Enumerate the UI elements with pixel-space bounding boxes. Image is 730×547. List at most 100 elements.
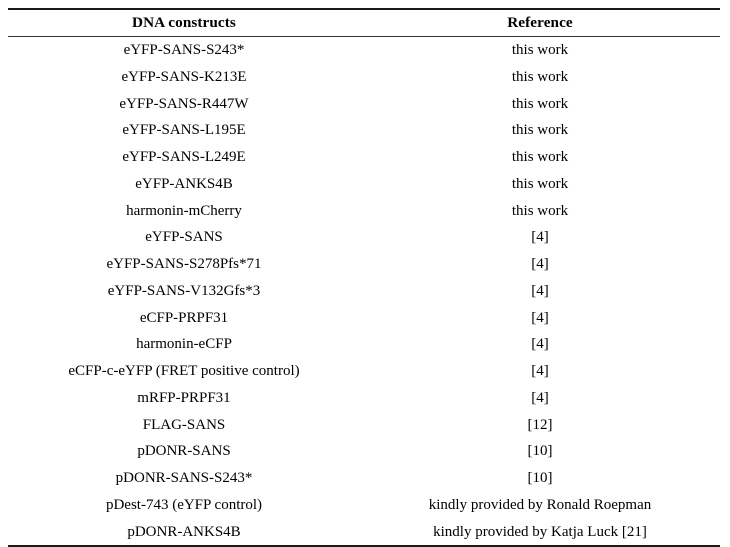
reference-value: [12]: [527, 416, 553, 433]
cell-dna-construct: eYFP-SANS-R447W: [8, 91, 360, 118]
dna-construct-name: eYFP-SANS-L195E: [122, 122, 246, 139]
cell-dna-construct: pDest-743 (eYFP control): [8, 492, 360, 519]
reference-value: [4]: [531, 256, 549, 273]
cell-dna-construct: eYFP-SANS: [8, 224, 360, 251]
dna-construct-name: eCFP-PRPF31: [139, 309, 229, 326]
cell-reference: kindly provided by Ronald Roepman: [360, 492, 720, 519]
cell-dna-construct: eYFP-SANS-S278Pfs*71: [8, 251, 360, 278]
table-row: eYFP-SANS-S278Pfs*71 [4]: [8, 251, 720, 278]
dna-construct-name: mRFP-PRPF31: [137, 389, 231, 406]
cell-reference: this work: [360, 64, 720, 91]
cell-reference: this work: [360, 144, 720, 171]
reference-value: [10]: [527, 470, 553, 487]
table-row: pDONR-SANS [10]: [8, 438, 720, 465]
cell-dna-construct: eYFP-ANKS4B: [8, 171, 360, 198]
reference-value: [10]: [527, 443, 553, 460]
cell-reference: [12]: [360, 412, 720, 439]
reference-value: [4]: [531, 363, 549, 380]
cell-reference: [4]: [360, 278, 720, 305]
reference-value: [4]: [531, 336, 549, 353]
cell-reference: [4]: [360, 331, 720, 358]
dna-construct-name: harmonin-mCherry: [126, 202, 242, 219]
column-header-reference: Reference: [360, 8, 720, 38]
table-row: eYFP-SANS [4]: [8, 224, 720, 251]
dna-construct-name: eYFP-SANS-L249E: [122, 149, 246, 166]
dna-construct-name: eYFP-SANS-R447W: [119, 95, 249, 112]
cell-reference: this work: [360, 171, 720, 198]
table-row: pDest-743 (eYFP control) kindly provided …: [8, 492, 720, 519]
dna-construct-name: eCFP-c-eYFP (FRET positive control): [68, 363, 300, 380]
reference-value: this work: [511, 122, 569, 139]
cell-reference: [10]: [360, 465, 720, 492]
table-row: pDONR-SANS-S243* [10]: [8, 465, 720, 492]
cell-dna-construct: pDONR-ANKS4B: [8, 518, 360, 547]
reference-value: this work: [511, 68, 569, 85]
dna-construct-name: eYFP-SANS-K213E: [121, 68, 247, 85]
table-row: eCFP-c-eYFP (FRET positive control) [4]: [8, 358, 720, 385]
cell-reference: this work: [360, 198, 720, 225]
reference-value: this work: [511, 95, 569, 112]
cell-dna-construct: eYFP-SANS-V132Gfs*3: [8, 278, 360, 305]
reference-value: [4]: [531, 282, 549, 299]
dna-construct-name: eYFP-SANS-V132Gfs*3: [107, 282, 261, 299]
dna-construct-name: eYFP-SANS-S243*: [123, 42, 245, 59]
reference-value: this work: [511, 175, 569, 192]
cell-dna-construct: eYFP-SANS-L195E: [8, 117, 360, 144]
dna-construct-name: eYFP-SANS: [145, 229, 223, 246]
table-row: harmonin-eCFP [4]: [8, 331, 720, 358]
dna-construct-name: eYFP-SANS-S278Pfs*71: [106, 256, 262, 273]
cell-dna-construct: eYFP-SANS-K213E: [8, 64, 360, 91]
table-row: FLAG-SANS [12]: [8, 412, 720, 439]
table-row: eYFP-SANS-L249E this work: [8, 144, 720, 171]
cell-reference: [4]: [360, 251, 720, 278]
dna-constructs-table: DNA constructs Reference eYFP-SANS-S243*…: [8, 8, 720, 547]
dna-construct-name: pDest-743 (eYFP control): [105, 496, 263, 513]
reference-value: [4]: [531, 389, 549, 406]
reference-value: this work: [511, 202, 569, 219]
table-row: eYFP-ANKS4B this work: [8, 171, 720, 198]
cell-dna-construct: eCFP-PRPF31: [8, 305, 360, 332]
table-row: eYFP-SANS-V132Gfs*3 [4]: [8, 278, 720, 305]
reference-value: kindly provided by Katja Luck [21]: [433, 523, 647, 540]
table-row: eCFP-PRPF31 [4]: [8, 305, 720, 332]
cell-reference: [4]: [360, 358, 720, 385]
dna-construct-name: eYFP-ANKS4B: [135, 175, 233, 192]
table-container: DNA constructs Reference eYFP-SANS-S243*…: [8, 8, 720, 547]
cell-reference: this work: [360, 91, 720, 118]
cell-dna-construct: mRFP-PRPF31: [8, 385, 360, 412]
cell-reference: [10]: [360, 438, 720, 465]
dna-construct-name: pDONR-SANS: [137, 443, 231, 460]
cell-reference: [4]: [360, 305, 720, 332]
dna-construct-name: harmonin-eCFP: [136, 336, 232, 353]
table-row: mRFP-PRPF31 [4]: [8, 385, 720, 412]
cell-reference: [4]: [360, 224, 720, 251]
table-row: eYFP-SANS-R447W this work: [8, 91, 720, 118]
dna-construct-name: pDONR-ANKS4B: [127, 523, 241, 540]
table-row: pDONR-ANKS4B kindly provided by Katja Luc…: [8, 518, 720, 547]
cell-reference: [4]: [360, 385, 720, 412]
table-row: eYFP-SANS-S243* this work: [8, 37, 720, 64]
cell-dna-construct: eYFP-SANS-L249E: [8, 144, 360, 171]
cell-dna-construct: FLAG-SANS: [8, 412, 360, 439]
cell-dna-construct: harmonin-eCFP: [8, 331, 360, 358]
cell-dna-construct: pDONR-SANS: [8, 438, 360, 465]
table-row: harmonin-mCherry this work: [8, 198, 720, 225]
reference-value: [4]: [531, 309, 549, 326]
cell-dna-construct: eYFP-SANS-S243*: [8, 37, 360, 64]
cell-dna-construct: eCFP-c-eYFP (FRET positive control): [8, 358, 360, 385]
column-header-dna-constructs: DNA constructs: [8, 8, 360, 38]
table-body: eYFP-SANS-S243* this work eYFP-SANS-K213E t…: [8, 37, 720, 547]
dna-construct-name: FLAG-SANS: [142, 416, 226, 433]
header-row: DNA constructs Reference: [8, 8, 720, 38]
reference-value: this work: [511, 42, 569, 59]
reference-value: this work: [511, 149, 569, 166]
table-header: DNA constructs Reference: [8, 8, 720, 38]
reference-value: kindly provided by Ronald Roepman: [428, 496, 652, 513]
cell-reference: kindly provided by Katja Luck [21]: [360, 518, 720, 547]
table-row: eYFP-SANS-L195E this work: [8, 117, 720, 144]
cell-reference: this work: [360, 37, 720, 64]
cell-reference: this work: [360, 117, 720, 144]
cell-dna-construct: pDONR-SANS-S243*: [8, 465, 360, 492]
reference-value: [4]: [531, 229, 549, 246]
